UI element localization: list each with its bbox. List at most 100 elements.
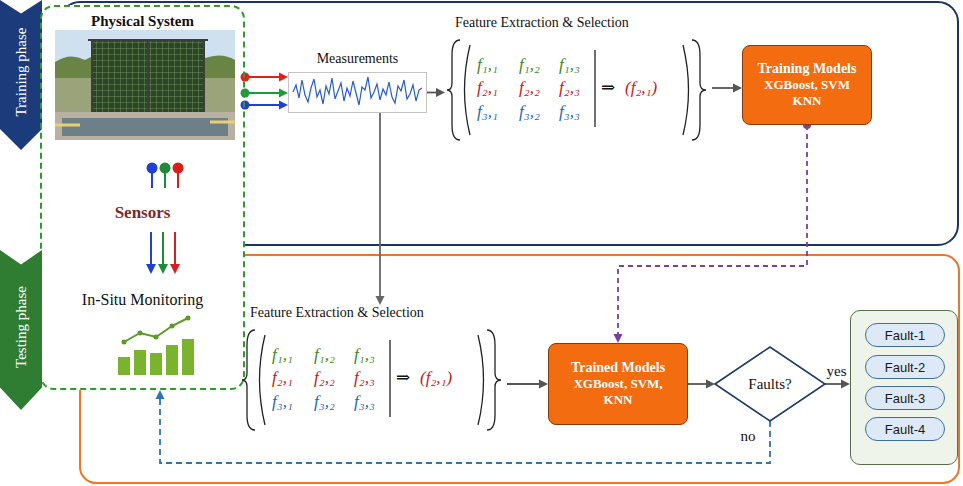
arrow-head [436, 88, 445, 97]
connector-dot [241, 73, 250, 82]
model-list: KNN [793, 93, 822, 109]
chart-bar [166, 345, 178, 375]
connector-line [712, 87, 735, 89]
model-list: XGBoost, SVM [764, 77, 850, 93]
connector-line [825, 383, 843, 385]
sensors-label: Sensors [42, 203, 243, 223]
fault-pill: Fault-1 [865, 323, 945, 347]
monitoring-label: In-Situ Monitoring [42, 291, 243, 309]
edge-label: yes [825, 363, 849, 379]
paren-right [478, 335, 484, 425]
connector [507, 380, 548, 389]
signal-box: Measurements [288, 72, 427, 113]
sensor-dot [147, 163, 158, 174]
paren-right [683, 45, 689, 135]
fault-label: Fault-2 [885, 360, 925, 375]
feature-cell: f₁,₃ [559, 54, 580, 76]
connector [427, 88, 445, 97]
fault-pill: Fault-4 [865, 417, 945, 441]
photo-sky [55, 30, 235, 140]
arrow-head [279, 89, 288, 98]
feature-cell: f₃,₃ [559, 101, 580, 123]
arrow-head [279, 101, 288, 110]
down-arrow-head [146, 264, 156, 274]
connector [712, 84, 742, 93]
fault-group: Fault-1Fault-2Fault-3Fault-4 [850, 310, 958, 465]
connector [241, 89, 289, 98]
phase-label: Testing phase [13, 286, 30, 368]
down-arrow [162, 232, 164, 266]
connector [241, 101, 289, 110]
photo-tank [55, 112, 235, 140]
arrow-head [614, 334, 623, 343]
model-box: Training ModelsXGBoost, SVMKNN [742, 45, 872, 125]
plant-photo [55, 30, 235, 140]
diamond-outline [715, 347, 825, 421]
model-list: XGBoost, SVM, [573, 376, 662, 392]
fault-label: Fault-1 [885, 328, 925, 343]
sensor-dot [160, 163, 171, 174]
sensor-icons [147, 163, 184, 189]
paren-left [465, 45, 471, 135]
chart-bar [150, 353, 162, 375]
system-title: Physical System [42, 13, 243, 30]
selected-feature: (f₂,₁) [625, 77, 657, 99]
matrix-title: Feature Extraction & Selection [250, 305, 424, 321]
chart-bar [134, 350, 146, 375]
paren-left [260, 335, 266, 425]
brace-left [447, 40, 460, 140]
chart-bar [182, 339, 194, 375]
feature-cell: f₁,₁ [477, 54, 498, 76]
sensor-arrows [146, 232, 180, 274]
connector-line [618, 125, 807, 336]
feature-cell: f₃,₃ [354, 391, 375, 413]
chart-point [122, 340, 127, 345]
feature-cell: f₃,₁ [477, 101, 498, 123]
sensor-dot [173, 163, 184, 174]
connector-dot [241, 101, 250, 110]
model-title: Trained Models [571, 360, 665, 376]
feature-cell: f₃,₂ [519, 101, 540, 123]
down-arrow-head [170, 264, 180, 274]
connector-dot [241, 89, 250, 98]
connector [241, 73, 289, 82]
model-title: Training Models [758, 61, 857, 77]
signal-trace [293, 77, 422, 105]
down-arrow-head [158, 264, 168, 274]
feature-cell: f₁,₃ [354, 344, 375, 366]
phase-banner: Training phase [0, 0, 42, 150]
implies-sign: ⇒ [396, 367, 410, 389]
arrow-head [156, 390, 165, 399]
selected-feature: (f₂,₁) [420, 367, 452, 389]
decision-label: Faults? [748, 376, 791, 393]
model-list: KNN [604, 392, 633, 408]
connector-line [245, 104, 281, 106]
matrix-title: Feature Extraction & Selection [455, 15, 629, 31]
feature-cell: f₂,₂ [519, 77, 540, 99]
brace-right [692, 40, 706, 140]
arrow-head [733, 84, 742, 93]
feature-cell: f₂,₁ [477, 77, 498, 99]
chart-point [170, 324, 175, 329]
implies-sign: ⇒ [601, 77, 615, 99]
feature-cell: f₁,₂ [314, 344, 335, 366]
monitoring-chart-icon [118, 316, 194, 376]
system-box: Physical SystemSensorsIn-Situ Monitoring [40, 5, 245, 390]
connector [825, 380, 850, 389]
feature-cell: f₁,₁ [272, 344, 293, 366]
feature-matrix: Feature Extraction & Selection f₁,₁ f₁,₂ f₁… [240, 305, 507, 435]
banner-chevron [0, 0, 42, 150]
phase-label: Training phase [13, 27, 30, 116]
feature-cell: f₃,₂ [314, 391, 335, 413]
photo-water [62, 118, 228, 136]
photo-frame [88, 40, 208, 120]
photo-pipes [55, 122, 235, 125]
feature-cell: f₃,₁ [272, 391, 293, 413]
arrow-head [376, 296, 385, 305]
feature-cell: f₂,₃ [354, 367, 375, 389]
arrow-head [279, 73, 288, 82]
connector-line [688, 383, 708, 385]
down-arrow [174, 232, 176, 266]
